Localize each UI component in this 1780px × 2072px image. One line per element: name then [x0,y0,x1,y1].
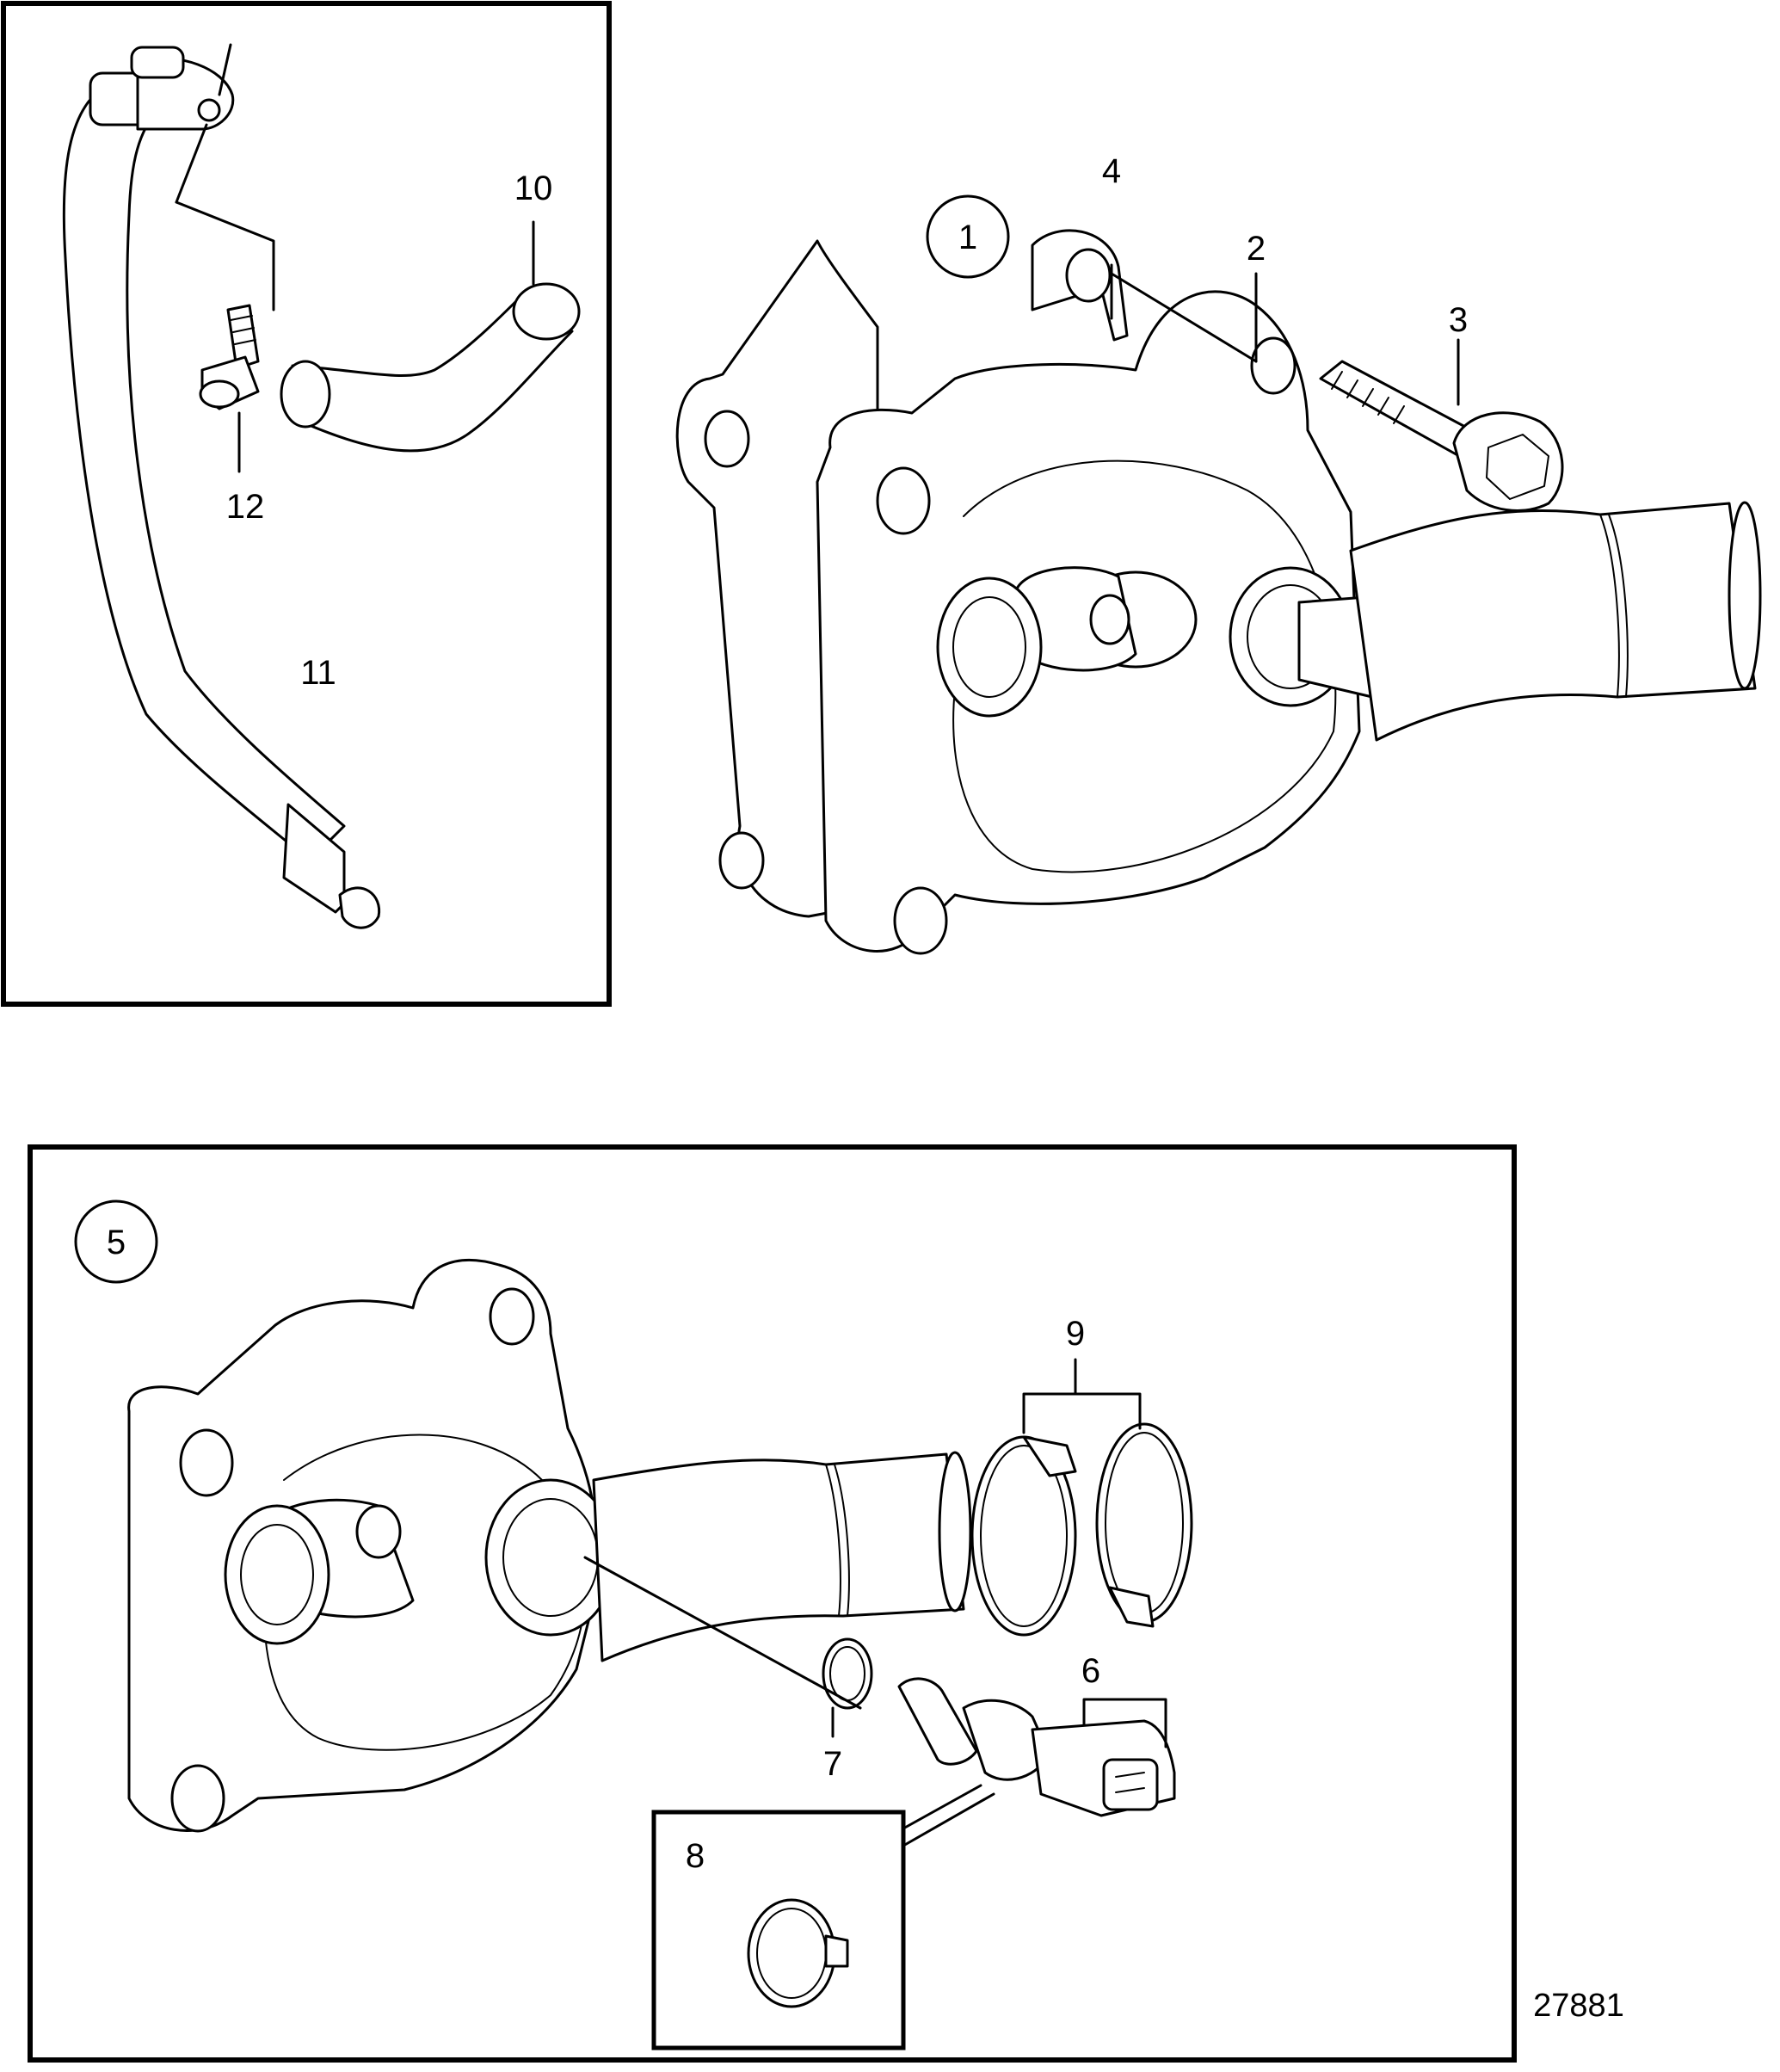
callout-circle-5 [74,1199,158,1284]
callout-label-2: 2 [1247,230,1266,268]
callout-label-10: 10 [514,170,553,207]
callout-label-6: 6 [1081,1652,1100,1690]
callout-circle-1 [926,194,1010,279]
leaders-parts-2-4 [1110,263,1258,363]
callout-label-1: 1 [958,219,977,256]
callout-label-8: 8 [686,1837,705,1875]
callout-label-4: 4 [1102,152,1121,190]
part-5-thermostat-housing-variant [127,1258,972,1833]
callout-label-5: 5 [107,1224,126,1261]
part-11-coolant-pipe [62,43,381,929]
part-8-retaining-clip [651,1784,995,2050]
part-6-temperature-sensor [897,1677,1176,1817]
figure-number: 27881 [1533,1988,1624,2024]
callout-label-12: 12 [226,488,265,526]
inset-frame-hoses [1,1,612,1007]
part-1-thermostat-housing-assembly [675,229,1762,955]
part-10-elbow-hose [280,220,581,453]
callout-label-9: 9 [1066,1315,1085,1353]
callout-label-11: 11 [300,654,336,692]
inset-frame-variant-5 [28,1144,1517,2063]
part-7-o-ring [822,1637,873,1738]
part-3-housing-bolt [1319,338,1564,512]
callout-label-3: 3 [1449,301,1468,339]
part-9-hose-clamps [970,1358,1193,1637]
part-12-flange-bolt [175,123,275,473]
callout-label-7: 7 [823,1745,842,1783]
